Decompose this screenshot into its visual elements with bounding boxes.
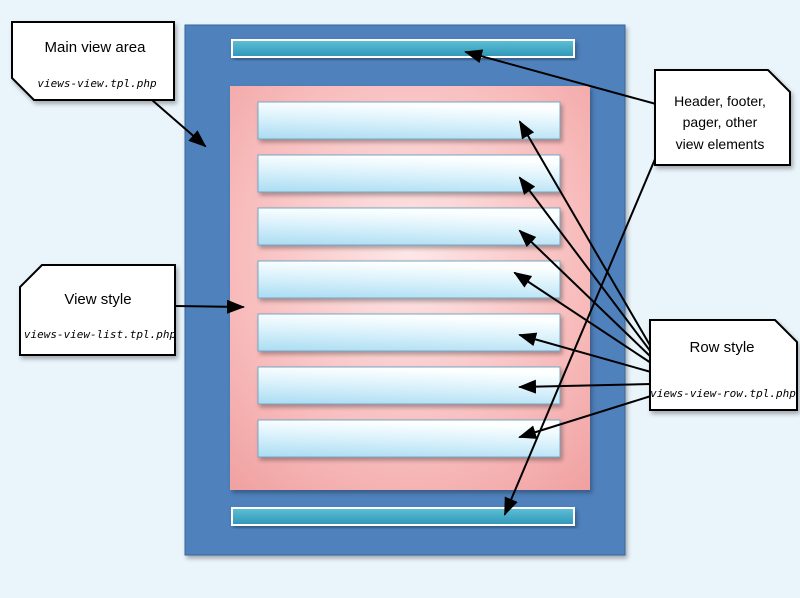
row-bar xyxy=(257,419,561,458)
callout-main-view: Main view area views-view.tpl.php xyxy=(11,21,175,101)
callout-view-style-file: views-view-list.tpl.php xyxy=(24,328,177,341)
callout-main-view-shape xyxy=(11,21,175,101)
callout-row-style: Row style views-view-row.tpl.php xyxy=(649,319,798,411)
arrow-row-4 xyxy=(513,271,652,364)
header-bar xyxy=(231,39,575,58)
arrow-row-1 xyxy=(518,120,652,348)
footer-bar xyxy=(231,507,575,526)
callout-row-style-file: views-view-row.tpl.php xyxy=(650,387,796,400)
callout-view-style: View style views-view-list.tpl.php xyxy=(19,264,177,356)
row-bar xyxy=(257,366,561,405)
callout-header-elements-line1: Header, footer, xyxy=(674,93,766,109)
callout-header-elements-line2: pager, other xyxy=(683,114,758,130)
row-bar xyxy=(257,101,561,140)
row-bar xyxy=(257,313,561,352)
row-bar xyxy=(257,260,561,299)
arrow-row-3 xyxy=(518,229,652,358)
callout-view-style-shape xyxy=(19,264,176,356)
arrow-footer-bar xyxy=(504,151,659,516)
arrow-row-7 xyxy=(518,395,652,439)
arrow-row-6 xyxy=(518,379,652,394)
callout-header-elements-shape xyxy=(654,69,791,166)
callout-main-view-file: views-view.tpl.php xyxy=(37,77,157,90)
arrow-header-bar xyxy=(464,49,657,105)
arrow-view-style xyxy=(175,299,245,314)
callout-view-style-title: View style xyxy=(64,291,131,308)
arrow-row-2 xyxy=(518,176,652,353)
callout-row-style-title: Row style xyxy=(689,339,754,356)
arrows xyxy=(151,49,659,516)
row-bar xyxy=(257,207,561,246)
arrow-main-view xyxy=(151,99,207,148)
row-bar xyxy=(257,154,561,193)
arrow-row-5 xyxy=(518,332,652,373)
callout-header-elements: Header, footer, pager, other view elemen… xyxy=(654,69,791,166)
callout-row-style-shape xyxy=(649,319,798,411)
callout-main-view-title: Main view area xyxy=(45,39,147,56)
callout-header-elements-line3: view elements xyxy=(676,136,765,152)
